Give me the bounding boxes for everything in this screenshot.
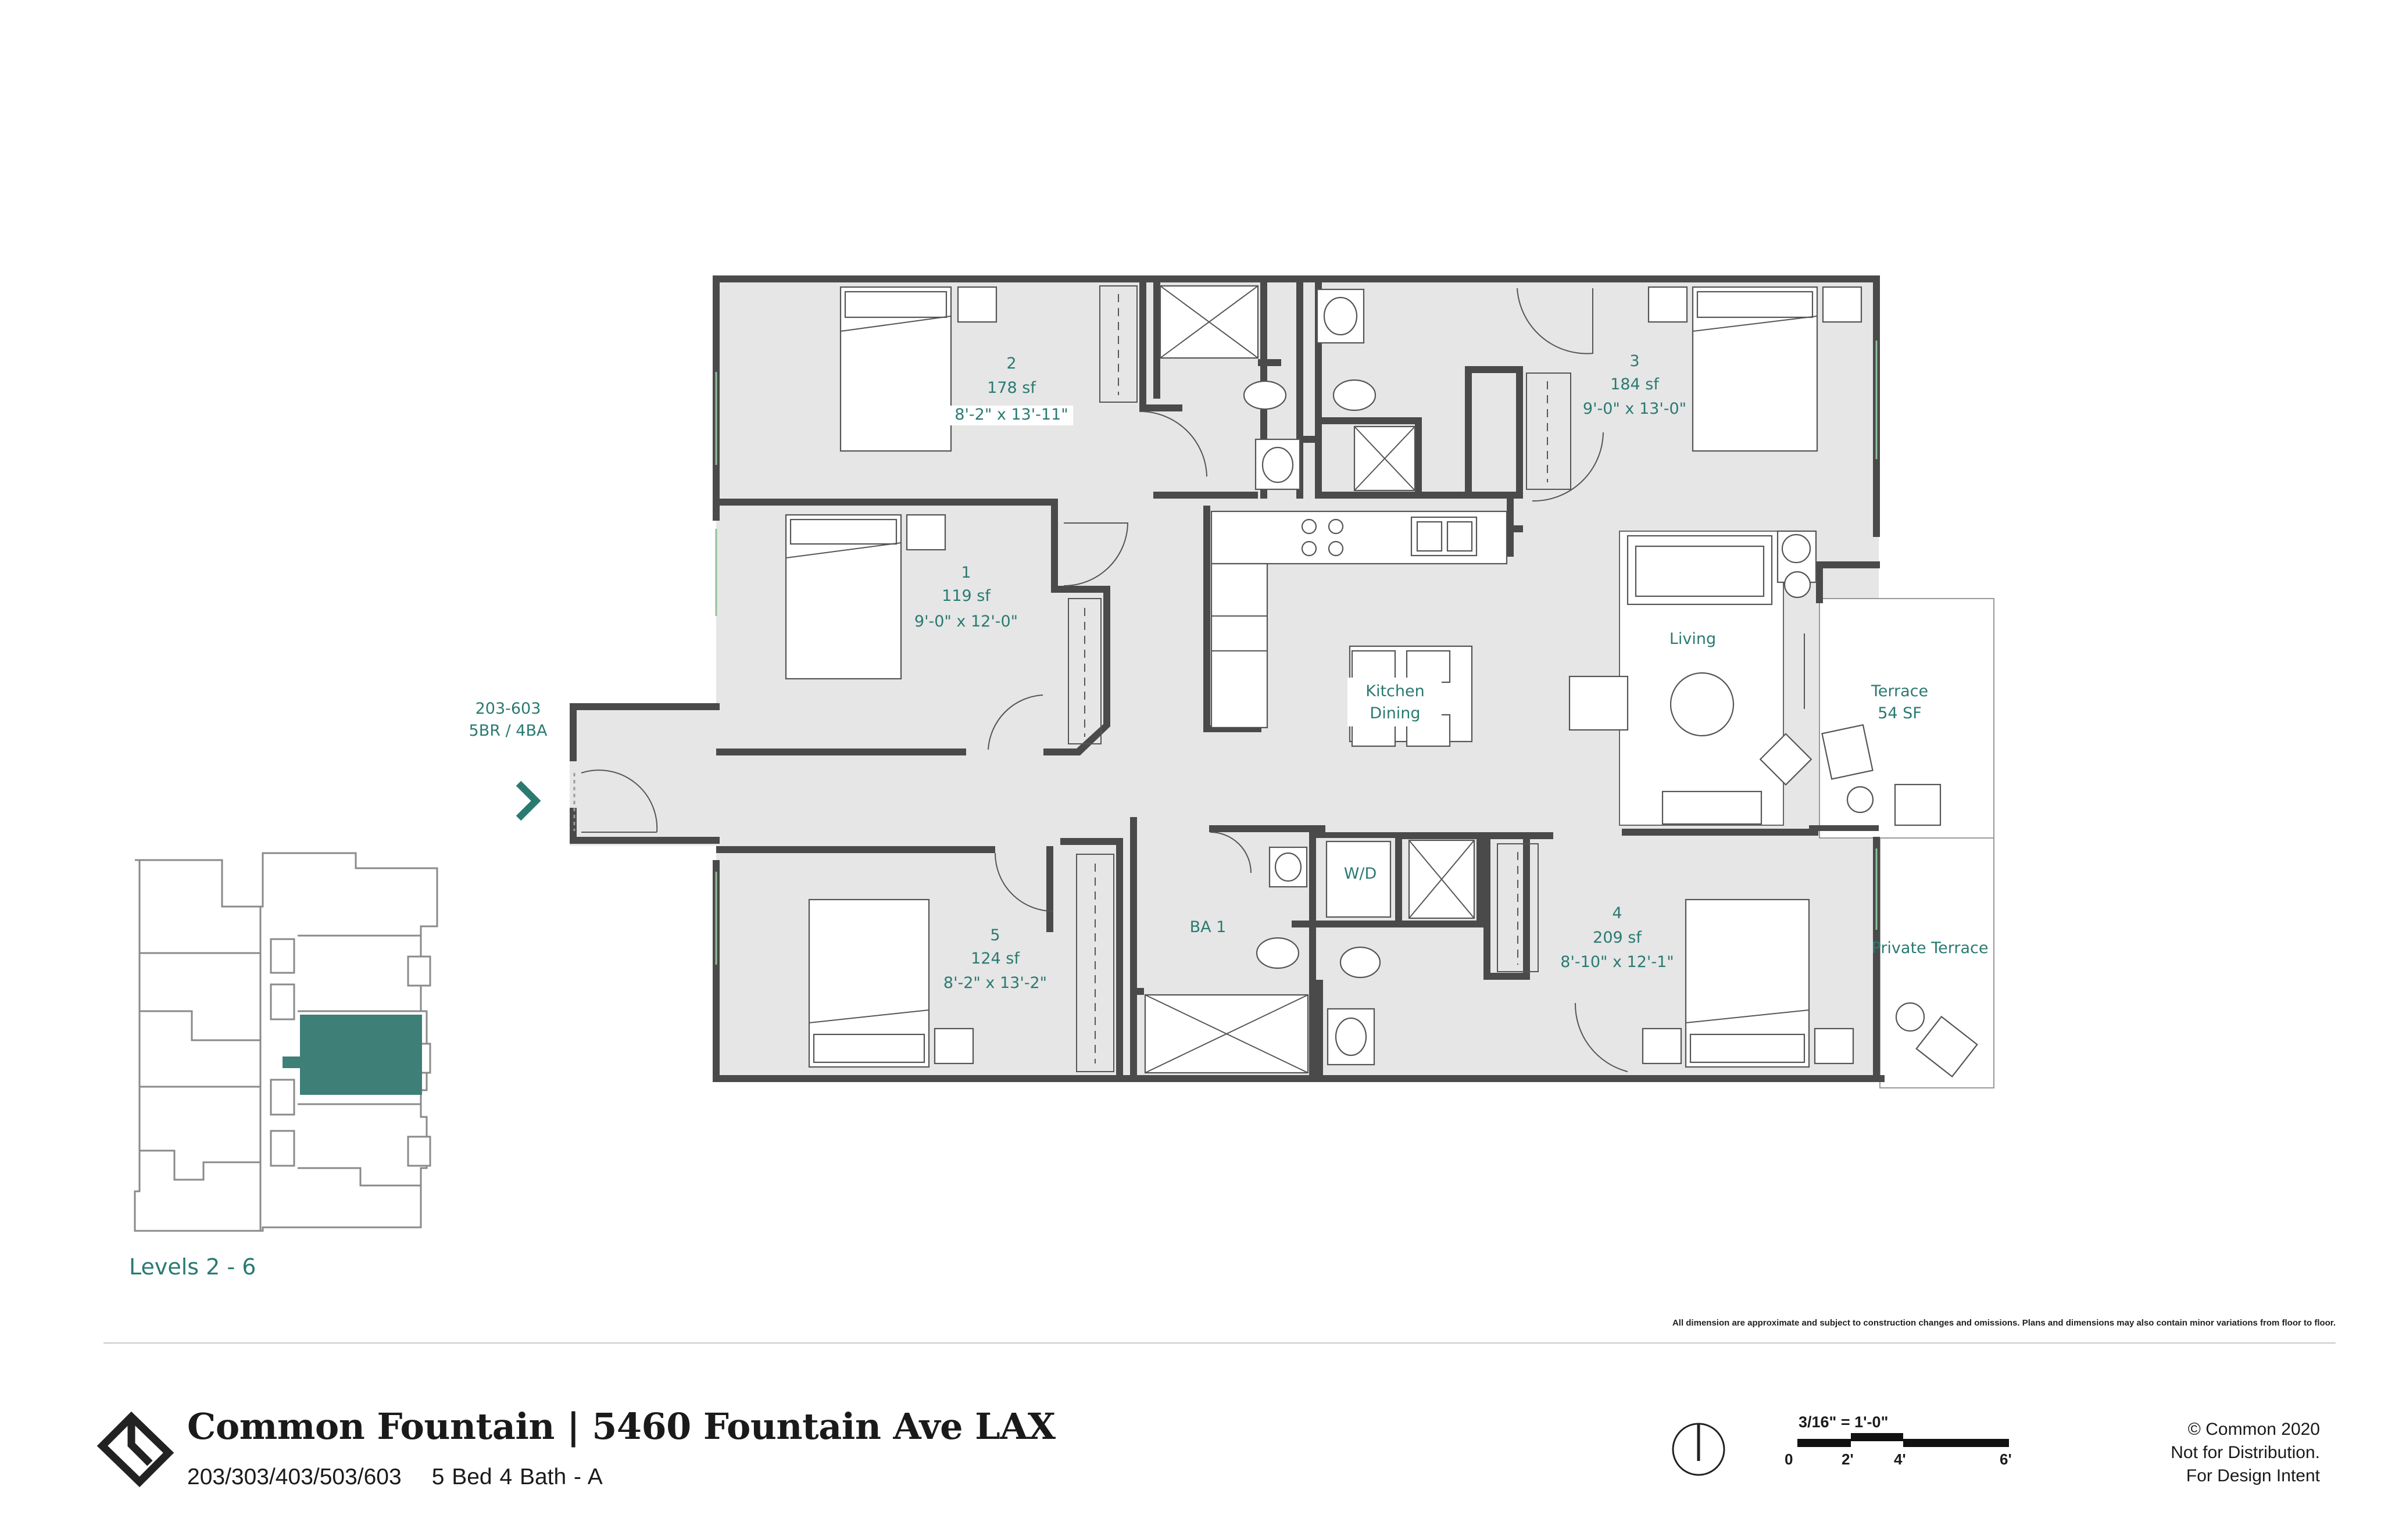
private-terrace-label: Private Terrace [1872,939,1989,957]
bedroom-4-dims: 8'-10" x 12'-1" [1560,953,1674,971]
key-plan [134,852,438,1232]
closets [1068,285,1571,1072]
bedroom-3-number: 3 [1629,352,1639,370]
design-intent-note: For Design Intent [2186,1466,2320,1485]
scale-tick-6: 6' [2000,1451,2012,1468]
room-label-terrace: Terrace 54 SF [1871,682,1928,722]
unit-tag: 203-603 5BR / 4BA [469,700,548,740]
living-label: Living [1669,630,1716,648]
windows [715,341,1878,965]
divider-line [103,1342,2336,1344]
copyright-block: © Common 2020 Not for Distribution. For … [2171,1418,2320,1488]
room-label-bedroom-5: 5 124 sf 8'-2" x 13'-2" [943,926,1047,992]
scale-tick-4: 4' [1894,1451,1906,1468]
key-plan-caption: Levels 2 - 6 [129,1254,256,1280]
door-swings [988,288,1628,1072]
scale-tick-2: 2' [1842,1451,1854,1468]
bedroom-3-area: 184 sf [1610,375,1660,393]
unit-tag-units: 203-603 [476,700,541,718]
room-label-bedroom-2: 2 178 sf 8'-2" x 13'-11" [946,354,1073,425]
unit-numbers: 203/303/403/503/603 [187,1464,402,1489]
bedroom-1-dims: 9'-0" x 12'-0" [914,613,1018,631]
bedroom-5-number: 5 [990,926,1000,944]
north-arrow-icon [1672,1423,1725,1476]
room-label-kitchen-dining: Kitchen Dining [1347,678,1442,726]
bedroom-1-area: 119 sf [942,587,991,605]
bedroom-3-dims: 9'-0" x 13'-0" [1583,400,1686,418]
bedroom-4-number: 4 [1612,904,1622,922]
room-label-bedroom-1: 1 119 sf 9'-0" x 12'-0" [914,564,1018,631]
bedroom-5-dims: 8'-2" x 13'-2" [943,974,1047,992]
copyright-line: © Common 2020 [2187,1420,2320,1439]
bedroom-2-dims: 8'-2" x 13'-11" [954,406,1068,424]
unit-tag-type: 5BR / 4BA [469,722,548,740]
common-logo-icon [96,1411,174,1488]
terrace-furniture [1821,724,1978,1078]
key-plan-unit-highlight [300,1015,422,1095]
kitchen-label: Kitchen [1365,682,1424,700]
laundry-label: W/D [1344,865,1377,883]
terrace-area: 54 SF [1878,704,1922,722]
bath-fixtures [1144,285,1475,1074]
unit-type: 5 Bed 4 Bath - A [431,1464,603,1489]
scale-tick-0: 0 [1785,1451,1793,1468]
entry-door[interactable] [573,769,658,833]
bedroom-2-area: 178 sf [987,379,1036,397]
project-title: Common Fountain | 5460 Fountain Ave LAX [187,1405,1056,1448]
room-label-bedroom-4: 4 209 sf 8'-10" x 12'-1" [1560,904,1674,971]
bedroom-furniture [785,286,1862,1068]
bedroom-1-number: 1 [961,564,971,582]
bedroom-4-area: 209 sf [1593,929,1642,947]
distribution-note: Not for Distribution. [2171,1443,2320,1462]
dining-label: Dining [1370,704,1420,722]
scale-label: 3/16" = 1'-0" [1799,1413,1889,1431]
bath-1-label: BA 1 [1190,918,1227,936]
living-furniture [1568,530,1817,825]
entry-arrow-icon [516,780,541,821]
bedroom-2-number: 2 [1006,354,1016,373]
unit-subtitle: 203/303/403/503/603 5 Bed 4 Bath - A [187,1464,633,1490]
bedroom-5-area: 124 sf [971,950,1020,968]
room-label-bedroom-3: 3 184 sf 9'-0" x 13'-0" [1583,352,1686,418]
scale-bar [1797,1433,2009,1447]
walls [570,275,1885,1082]
terrace-label: Terrace [1871,682,1928,700]
disclaimer-text: All dimension are approximate and subjec… [1672,1318,2336,1328]
